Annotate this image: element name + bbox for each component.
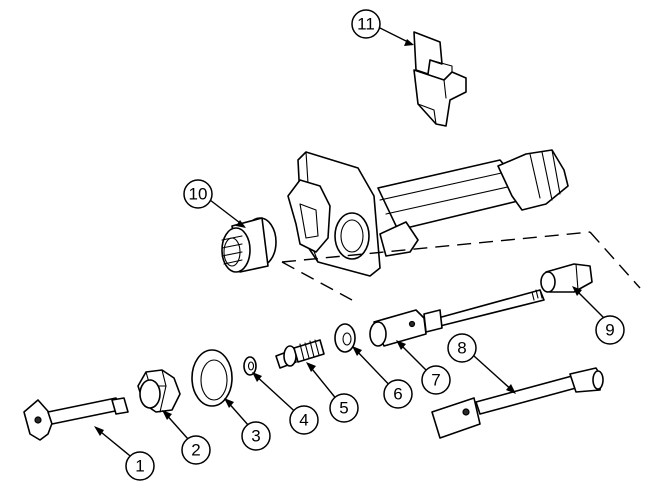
callout-1: 1 <box>125 451 155 481</box>
callout-9-label: 9 <box>605 321 614 340</box>
callout-2-label: 2 <box>191 441 200 460</box>
part-6-flat-washer <box>334 323 356 353</box>
callout-2: 2 <box>181 435 211 465</box>
part-4-small-washer <box>243 356 257 376</box>
part-11-key-clip <box>413 31 467 127</box>
callout-7-label: 7 <box>431 371 440 390</box>
part-2-packing-nut <box>137 369 181 413</box>
part-5-stem-spring <box>275 339 325 369</box>
callout-10: 10 <box>183 179 213 209</box>
part-8-operating-rod <box>431 367 604 439</box>
stem-rod <box>437 289 545 327</box>
callout-6-label: 6 <box>393 385 402 404</box>
callout-5: 5 <box>329 393 359 423</box>
callout-7: 7 <box>421 365 451 395</box>
callout-8: 8 <box>447 333 477 363</box>
callout-11-label: 11 <box>357 15 375 34</box>
hydrant-body <box>281 149 641 301</box>
callout-6: 6 <box>383 379 413 409</box>
callout-11: 11 <box>351 9 381 39</box>
part-10-vacuum-breaker <box>221 217 277 273</box>
part-3-gasket-ring <box>191 349 233 407</box>
part-9-plunger-seat <box>540 263 593 293</box>
part-7-stem-sleeve <box>369 309 443 347</box>
callout-9: 9 <box>595 315 625 345</box>
callout-3-label: 3 <box>251 427 260 446</box>
callout-8-label: 8 <box>457 339 466 358</box>
callout-4-label: 4 <box>299 411 308 430</box>
callout-10-label: 10 <box>189 185 208 204</box>
part-1-tee-key <box>23 397 129 441</box>
callout-3: 3 <box>241 421 271 451</box>
callout-4: 4 <box>289 405 319 435</box>
callout-1-label: 1 <box>135 457 144 476</box>
callout-5-label: 5 <box>339 399 348 418</box>
